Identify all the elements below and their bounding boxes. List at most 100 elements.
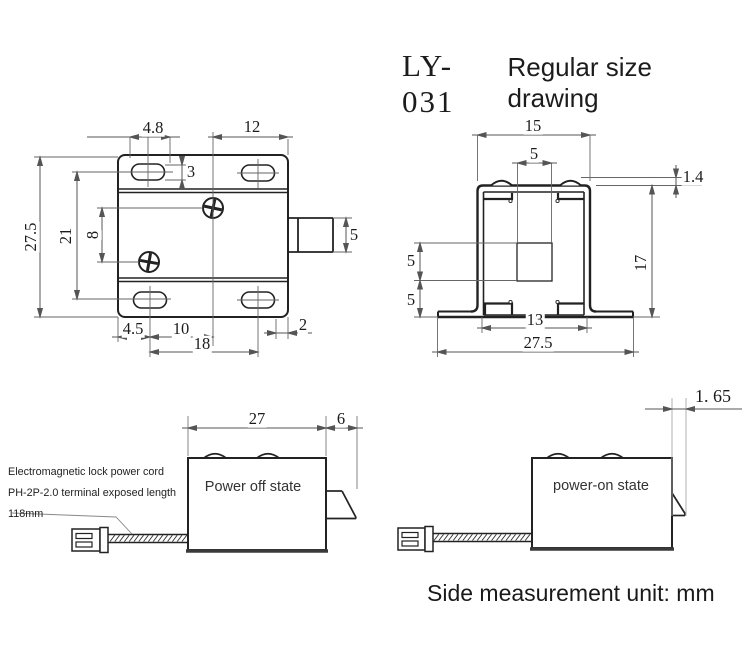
dimension-arrowhead [342,216,350,227]
dim-side-27_5: 27.5 [522,332,554,352]
dim-front-4_5: 4.5 [121,318,145,338]
latch-bolt-front [288,217,334,253]
dimension-arrowhead [98,206,106,217]
dim-front-12: 12 [242,116,262,136]
model-number: LY-031 [402,48,455,119]
screw-head-bump [559,179,582,187]
dimension-arrowhead [186,424,197,432]
dimension-arrowhead [416,308,424,319]
cord-note-line1: Electromagnetic lock power cord [8,466,165,478]
cord-note-line3: 118mm [8,508,44,521]
cord-note-leader-line [11,512,133,535]
dimension-arrowhead [178,178,186,189]
ph2p-connector [397,525,434,553]
dim-side-1_4: 1.4 [681,166,705,186]
power-off-dimension-lines [182,424,363,432]
dim-poweroff-27: 27 [247,408,267,428]
dimension-arrowhead [36,308,44,319]
unit-note: Side measurement unit: mm [427,580,715,606]
dimension-arrowhead [684,405,695,413]
power-off-linework [11,452,357,554]
dimension-arrowhead [279,133,290,141]
dim-side-5a: 5 [405,250,417,270]
bracket-left-wall [470,184,484,313]
dim-poweron-1_65: 1. 65 [694,386,732,406]
dimension-arrowhead [624,348,636,356]
dimension-arrowhead [581,131,592,139]
dim-front-2: 2 [297,314,309,334]
dimension-arrowhead [286,329,297,337]
dimension-arrowhead [73,290,81,301]
latch-extended [326,490,357,520]
dimension-arrowhead [73,170,81,181]
dimension-arrowhead [324,424,335,432]
dimension-arrowhead [36,155,44,166]
title-text: Regular size drawing [507,52,652,113]
dimension-arrowhead [515,159,527,167]
dimension-arrowhead [542,159,554,167]
dimension-arrowhead [148,348,159,356]
dim-front-27_5: 27.5 [20,221,40,253]
dimension-arrowhead [317,424,328,432]
dimension-arrowhead [416,241,424,252]
cord-note-line2: PH-2P-2.0 terminal exposed length [8,487,177,500]
dim-front-3: 3 [185,161,197,181]
dimension-arrowhead [672,168,680,180]
dimension-arrowhead [416,278,424,290]
dim-front-18: 18 [192,333,212,353]
dimension-arrowhead [416,271,424,283]
dimension-arrowhead [648,308,656,319]
dim-side-5b: 5 [405,289,417,309]
dimension-arrowhead [480,324,491,332]
dimension-arrowhead [578,324,589,332]
dimension-arrowhead [267,329,278,337]
front-view-dimension-lines [36,133,350,356]
dim-side-15: 15 [523,115,543,135]
drawing-title: LY-031 Regular size drawing [402,48,750,120]
ph2p-connector [71,526,109,554]
bracket-right-wall [584,184,597,313]
dim-side-13: 13 [525,309,545,329]
power-off-state-label: Power off state [204,478,302,495]
dim-front-21: 21 [55,226,75,246]
power-on-dimension-lines [645,405,742,413]
flange-separator-lines [118,188,288,283]
dimension-arrowhead [342,243,350,254]
inner-notches [483,193,584,315]
front-view-extension-lines [34,132,352,357]
screw-bottom [138,251,160,273]
dimension-arrowhead [348,424,359,432]
power-off-body [187,457,327,551]
notch-pivot-circles [508,198,560,305]
dimension-arrowhead [98,253,106,264]
dim-front-4_8: 4.8 [141,117,165,137]
dim-front-10: 10 [171,318,191,338]
dimension-arrowhead [211,133,222,141]
power-cord [108,533,188,544]
dimension-arrowhead [663,405,674,413]
power-on-body [531,457,673,549]
dim-side-5top: 5 [528,143,540,163]
dimension-arrowhead [648,183,656,195]
side-view-dimension-lines [416,131,680,356]
lock-body-outline [117,154,289,318]
screw-head-bump [490,179,513,187]
dimension-arrowhead [178,156,186,167]
dim-poweroff-6: 6 [335,408,347,428]
screw-head-bump [256,452,280,459]
dimension-arrowhead [128,133,139,141]
latch-retracted [671,492,686,517]
dimension-arrowhead [148,333,159,341]
screw-head-bump [546,452,570,459]
dimension-arrowhead [475,131,487,139]
side-view-extension-lines [414,135,702,357]
power-on-extension-lines [671,398,687,516]
screw-head-bump [203,452,227,459]
power-on-linework [397,452,686,553]
dimension-arrowhead [435,348,447,356]
dim-front-5: 5 [348,224,360,244]
power-on-state-label: power-on state [553,477,649,494]
power-cord [432,532,532,543]
latch-cross-section [516,242,553,282]
